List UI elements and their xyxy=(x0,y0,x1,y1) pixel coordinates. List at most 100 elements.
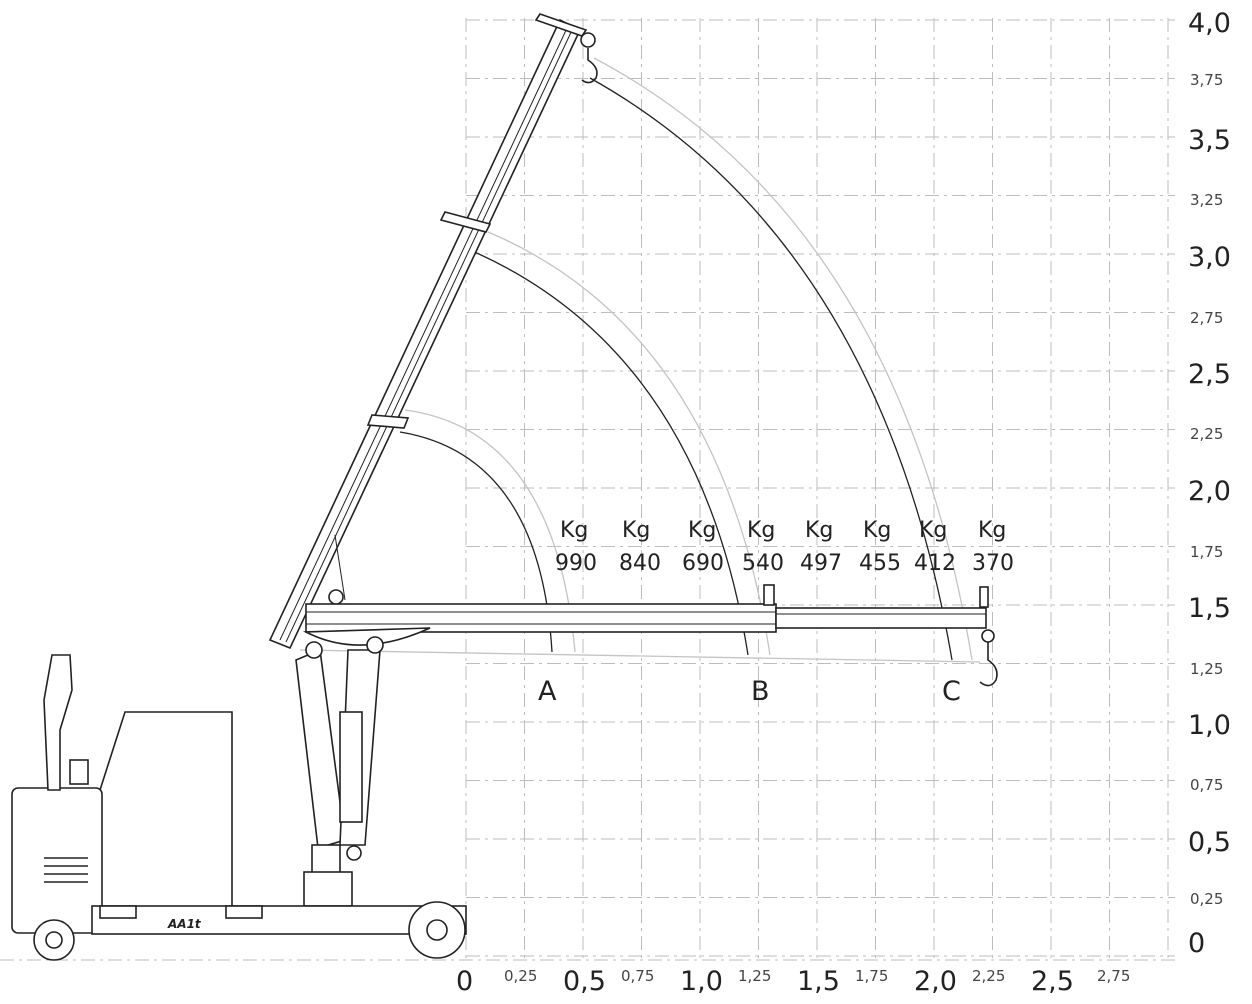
arc-c-dark xyxy=(589,77,953,661)
lift-arcs xyxy=(299,57,981,663)
arc-c-light xyxy=(593,57,973,661)
x-label-minor: 0,75 xyxy=(621,967,654,985)
chassis-frame xyxy=(91,905,467,935)
y-label-major: 2,0 xyxy=(1188,476,1231,507)
boom-brace-line xyxy=(334,534,346,601)
hydraulic-cylinder xyxy=(339,711,363,823)
y-label-minor: 0,75 xyxy=(1190,776,1223,794)
load-unit-label: Kg xyxy=(863,518,891,543)
y-label-minor: 1,25 xyxy=(1190,660,1223,678)
load-unit-label: Kg xyxy=(688,518,716,543)
hook-c-icon xyxy=(979,642,998,687)
raised-boom-outer xyxy=(268,18,582,650)
load-value: 690 xyxy=(682,551,724,576)
horizontal-boom-stop xyxy=(763,584,775,606)
y-label-minor: 0,25 xyxy=(1190,890,1223,908)
load-value: 540 xyxy=(742,551,784,576)
x-label-minor: 1,25 xyxy=(738,967,771,985)
y-label-major: 2,5 xyxy=(1188,359,1231,390)
load-labels: Kg Kg Kg Kg Kg Kg Kg Kg 990 840 690 540 … xyxy=(555,518,1014,576)
y-label-major: 0,5 xyxy=(1188,827,1231,858)
horizontal-boom-extension xyxy=(775,607,987,629)
load-value: 412 xyxy=(914,551,956,576)
x-label-minor: 2,75 xyxy=(1097,967,1130,985)
load-value: 497 xyxy=(800,551,842,576)
hook-top-icon xyxy=(581,48,598,84)
y-axis: 4,0 3,5 3,0 2,5 2,0 1,5 1,0 0,5 0 3,75 3… xyxy=(1188,8,1231,959)
wheel-hub xyxy=(426,919,448,941)
y-label-major: 4,0 xyxy=(1188,8,1231,39)
raised-boom-inner-line xyxy=(279,25,569,641)
mast-pivot xyxy=(366,636,384,654)
y-label-minor: 2,25 xyxy=(1190,425,1223,443)
mast-pivot xyxy=(305,641,323,659)
tiller-handle xyxy=(43,654,73,791)
mast-pivot xyxy=(346,845,362,861)
y-label-minor: 1,75 xyxy=(1190,543,1223,561)
horizontal-boom-pulley xyxy=(981,629,995,643)
arc-a-light xyxy=(404,409,576,653)
horizontal-boom-stop xyxy=(979,586,989,608)
y-label-major: 3,0 xyxy=(1188,242,1231,273)
load-value: 370 xyxy=(972,551,1014,576)
y-label-major: 0 xyxy=(1188,928,1205,959)
x-label-minor: 0,25 xyxy=(504,967,537,985)
x-label-major: 0,5 xyxy=(563,966,606,997)
x-label-minor: 1,75 xyxy=(855,967,888,985)
boom-pivot xyxy=(328,589,344,605)
position-c-label: C xyxy=(942,676,961,707)
x-label-major: 1,5 xyxy=(797,966,840,997)
control-housing xyxy=(11,787,103,934)
arc-b-dark xyxy=(469,249,749,656)
x-label-major: 2,0 xyxy=(914,966,957,997)
load-value: 840 xyxy=(619,551,661,576)
grid-horizontal-lines xyxy=(0,19,1175,961)
raised-boom-collar xyxy=(366,414,410,429)
load-value: 455 xyxy=(859,551,901,576)
load-unit-label: Kg xyxy=(622,518,650,543)
battery-cover xyxy=(99,711,233,909)
load-value: 990 xyxy=(555,551,597,576)
x-label-major: 2,5 xyxy=(1031,966,1074,997)
position-a-label: A xyxy=(538,676,557,707)
x-label-major: 1,0 xyxy=(680,966,723,997)
x-label-minor: 2,25 xyxy=(972,967,1005,985)
base-arc-line xyxy=(299,649,981,663)
load-unit-label: Kg xyxy=(978,518,1006,543)
mast xyxy=(295,636,384,907)
x-axis: 0 0,5 1,0 1,5 2,0 2,5 0,25 0,75 1,25 1,7… xyxy=(456,966,1130,997)
x-label-major: 0 xyxy=(456,966,473,997)
y-label-major: 1,0 xyxy=(1188,710,1231,741)
mast-base-block xyxy=(303,871,353,907)
arc-b-light xyxy=(487,231,771,656)
raised-boom-pulley xyxy=(580,32,596,48)
mast-base-post xyxy=(311,844,341,874)
mast-column xyxy=(295,648,346,850)
y-label-minor: 3,75 xyxy=(1190,71,1223,89)
load-unit-label: Kg xyxy=(560,518,588,543)
machine-logo: AA1t xyxy=(167,917,202,931)
load-unit-label: Kg xyxy=(747,518,775,543)
load-unit-label: Kg xyxy=(805,518,833,543)
position-b-label: B xyxy=(751,676,770,707)
raised-boom-inner-line xyxy=(285,27,574,643)
chassis: AA1t xyxy=(11,654,467,961)
chassis-pad xyxy=(225,905,263,919)
y-label-major: 3,5 xyxy=(1188,125,1231,156)
wheel-hub xyxy=(45,931,63,949)
load-unit-label: Kg xyxy=(919,518,947,543)
position-labels: A B C xyxy=(538,676,961,707)
chassis-pad xyxy=(99,905,137,919)
grid xyxy=(0,18,1175,961)
y-label-minor: 3,25 xyxy=(1190,191,1223,209)
y-label-major: 1,5 xyxy=(1188,593,1231,624)
key-switch xyxy=(69,759,89,785)
y-label-minor: 2,75 xyxy=(1190,309,1223,327)
raised-boom-collar xyxy=(439,211,492,233)
horizontal-boom-outer xyxy=(305,603,777,633)
raised-boom xyxy=(268,13,598,650)
horizontal-boom xyxy=(302,584,998,687)
grid-vertical-lines xyxy=(465,18,1169,960)
